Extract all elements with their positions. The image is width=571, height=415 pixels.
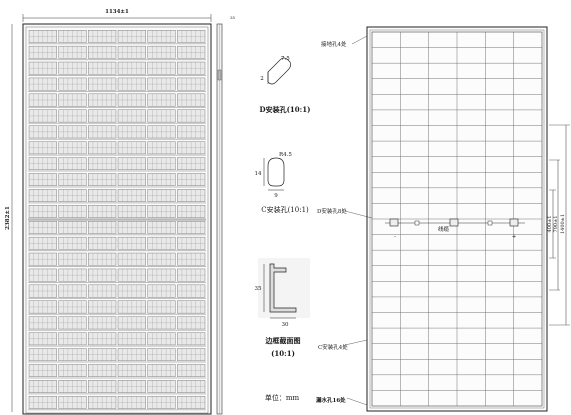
plus-sign: + <box>512 234 517 240</box>
cable-label: 线缆 <box>438 225 450 233</box>
d-hole-slot-shape <box>267 57 292 85</box>
frame-section-detail: 35 30 边框截面图 (10:1) <box>255 258 310 358</box>
c-hole-slot-shape <box>267 157 285 187</box>
junction-box-center <box>449 218 459 227</box>
c-hole-dim-h: 9 <box>274 193 278 199</box>
c-hole-count-label: C安装孔4处 <box>318 343 348 351</box>
d-hole-caption: D安装孔(10:1) <box>260 105 311 114</box>
detail-d-hole: 2 7.5 D安装孔(10:1) <box>260 56 311 114</box>
connector-plus <box>487 220 493 226</box>
connector-minus <box>414 220 420 226</box>
unit-label: 单位：mm <box>265 393 300 402</box>
frame-section-caption: 边框截面图 <box>265 336 301 345</box>
c-hole-dim-r: R4.5 <box>279 152 292 158</box>
c-hole-caption: C安装孔(10:1) <box>261 205 309 214</box>
frame-section-scale: (10:1) <box>271 349 295 358</box>
front-cell-grid <box>28 30 206 411</box>
d-hole-count-label: D安装孔8处 <box>317 207 347 215</box>
ground-hole-label: 接地孔4处 <box>321 40 347 48</box>
frame-dim-v: 35 <box>255 286 262 292</box>
dim-1400-label: 1400±1 <box>560 214 566 234</box>
dim-790-label: 790±1 <box>553 216 559 233</box>
frame-profile-shape <box>269 263 297 313</box>
minus-sign: - <box>394 234 396 240</box>
d-hole-dim-r: 7.5 <box>281 56 290 62</box>
detail-c-hole: 14 R4.5 9 C安装孔(10:1) <box>255 152 310 214</box>
side-junction-box <box>217 69 222 81</box>
back-view: - + 线缆 接地孔4处 D安装孔8处 C安装孔4处 漏水孔16处 400±1 … <box>316 26 570 412</box>
frame-dim-h: 30 <box>282 322 289 328</box>
back-cell-grid <box>371 31 543 407</box>
side-thickness-label: 35 <box>230 15 236 20</box>
front-view: 1134±1 2382±1 35 <box>5 9 236 415</box>
drain-hole-label: 漏水孔16处 <box>316 396 346 404</box>
junction-box-right <box>509 218 519 227</box>
panel-height-label: 2382±1 <box>5 206 11 230</box>
dim-400-label: 400±1 <box>547 216 553 233</box>
c-hole-dim-v: 14 <box>255 171 262 177</box>
d-hole-dim-v: 2 <box>260 76 264 82</box>
junction-box-left <box>389 218 399 227</box>
panel-width-label: 1134±1 <box>105 9 129 15</box>
